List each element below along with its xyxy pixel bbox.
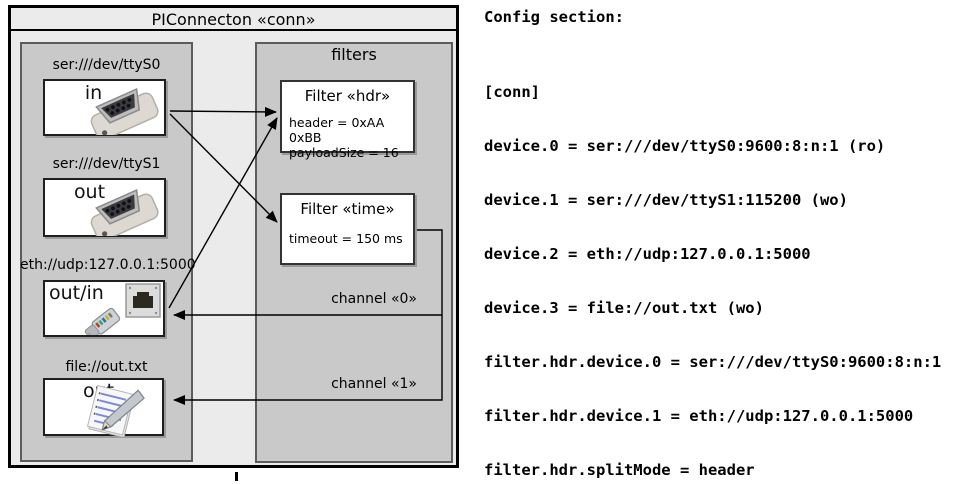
channel-1-label: channel «1» [331,376,417,392]
config-section-heading: Config section: [484,8,624,26]
serial-connector-icon [90,87,159,135]
filter-box-hdr: Filter «hdr» header = 0xAA 0xBB payloadS… [280,80,415,160]
device-direction: in [84,82,103,104]
page-title: PIConnecton «conn» [11,8,456,31]
notepad-pencil-icon [86,385,145,437]
config-line: device.0 = ser:///dev/ttyS0:9600:8:n:1 (… [484,137,886,155]
filter-property: header = 0xAA 0xBB [289,115,385,145]
channel-0-label: channel «0» [331,291,417,307]
config-line: filter.hdr.device.1 = eth://udp:127.0.0.… [484,407,914,425]
config-line: device.1 = ser:///dev/ttyS1:115200 (wo) [484,191,848,209]
filter-box-time: Filter «time» timeout = 150 ms [280,193,415,265]
filter-title: Filter «hdr» [304,87,391,105]
device-label-ttyS1: ser:///dev/ttyS1 [52,156,161,172]
device-box-file: out [43,378,164,437]
config-line: filter.hdr.splitMode = header [484,461,755,479]
config-line: device.2 = eth://udp:127.0.0.1:5000 [484,245,811,263]
device-box-ttyS0: in [43,79,166,136]
device-label-file: file://out.txt [65,359,148,375]
device-direction: out/in [49,282,104,304]
filter-title: Filter «time» [300,200,395,218]
device-label-eth: eth://udp:127.0.0.1:5000 [20,257,196,273]
frame-border-seam [235,472,238,481]
device-box-ttyS1: out [43,178,166,237]
config-line: filter.hdr.device.0 = ser:///dev/ttyS0:9… [484,353,942,371]
serial-connector-icon [90,188,159,236]
device-label-ttyS0: ser:///dev/ttyS0 [52,57,161,73]
device-direction: out [73,181,106,203]
filter-property: timeout = 150 ms [289,231,403,246]
filter-property: payloadSize = 16 [289,145,399,160]
config-line: [conn] [484,83,540,101]
ethernet-connector-icon [84,283,161,335]
config-line: device.3 = file://out.txt (wo) [484,299,764,317]
config-text-block: [conn] device.0 = ser:///dev/ttyS0:9600:… [484,47,951,484]
filters-panel-title: filters [331,45,377,64]
device-box-eth: out/in [43,280,165,337]
